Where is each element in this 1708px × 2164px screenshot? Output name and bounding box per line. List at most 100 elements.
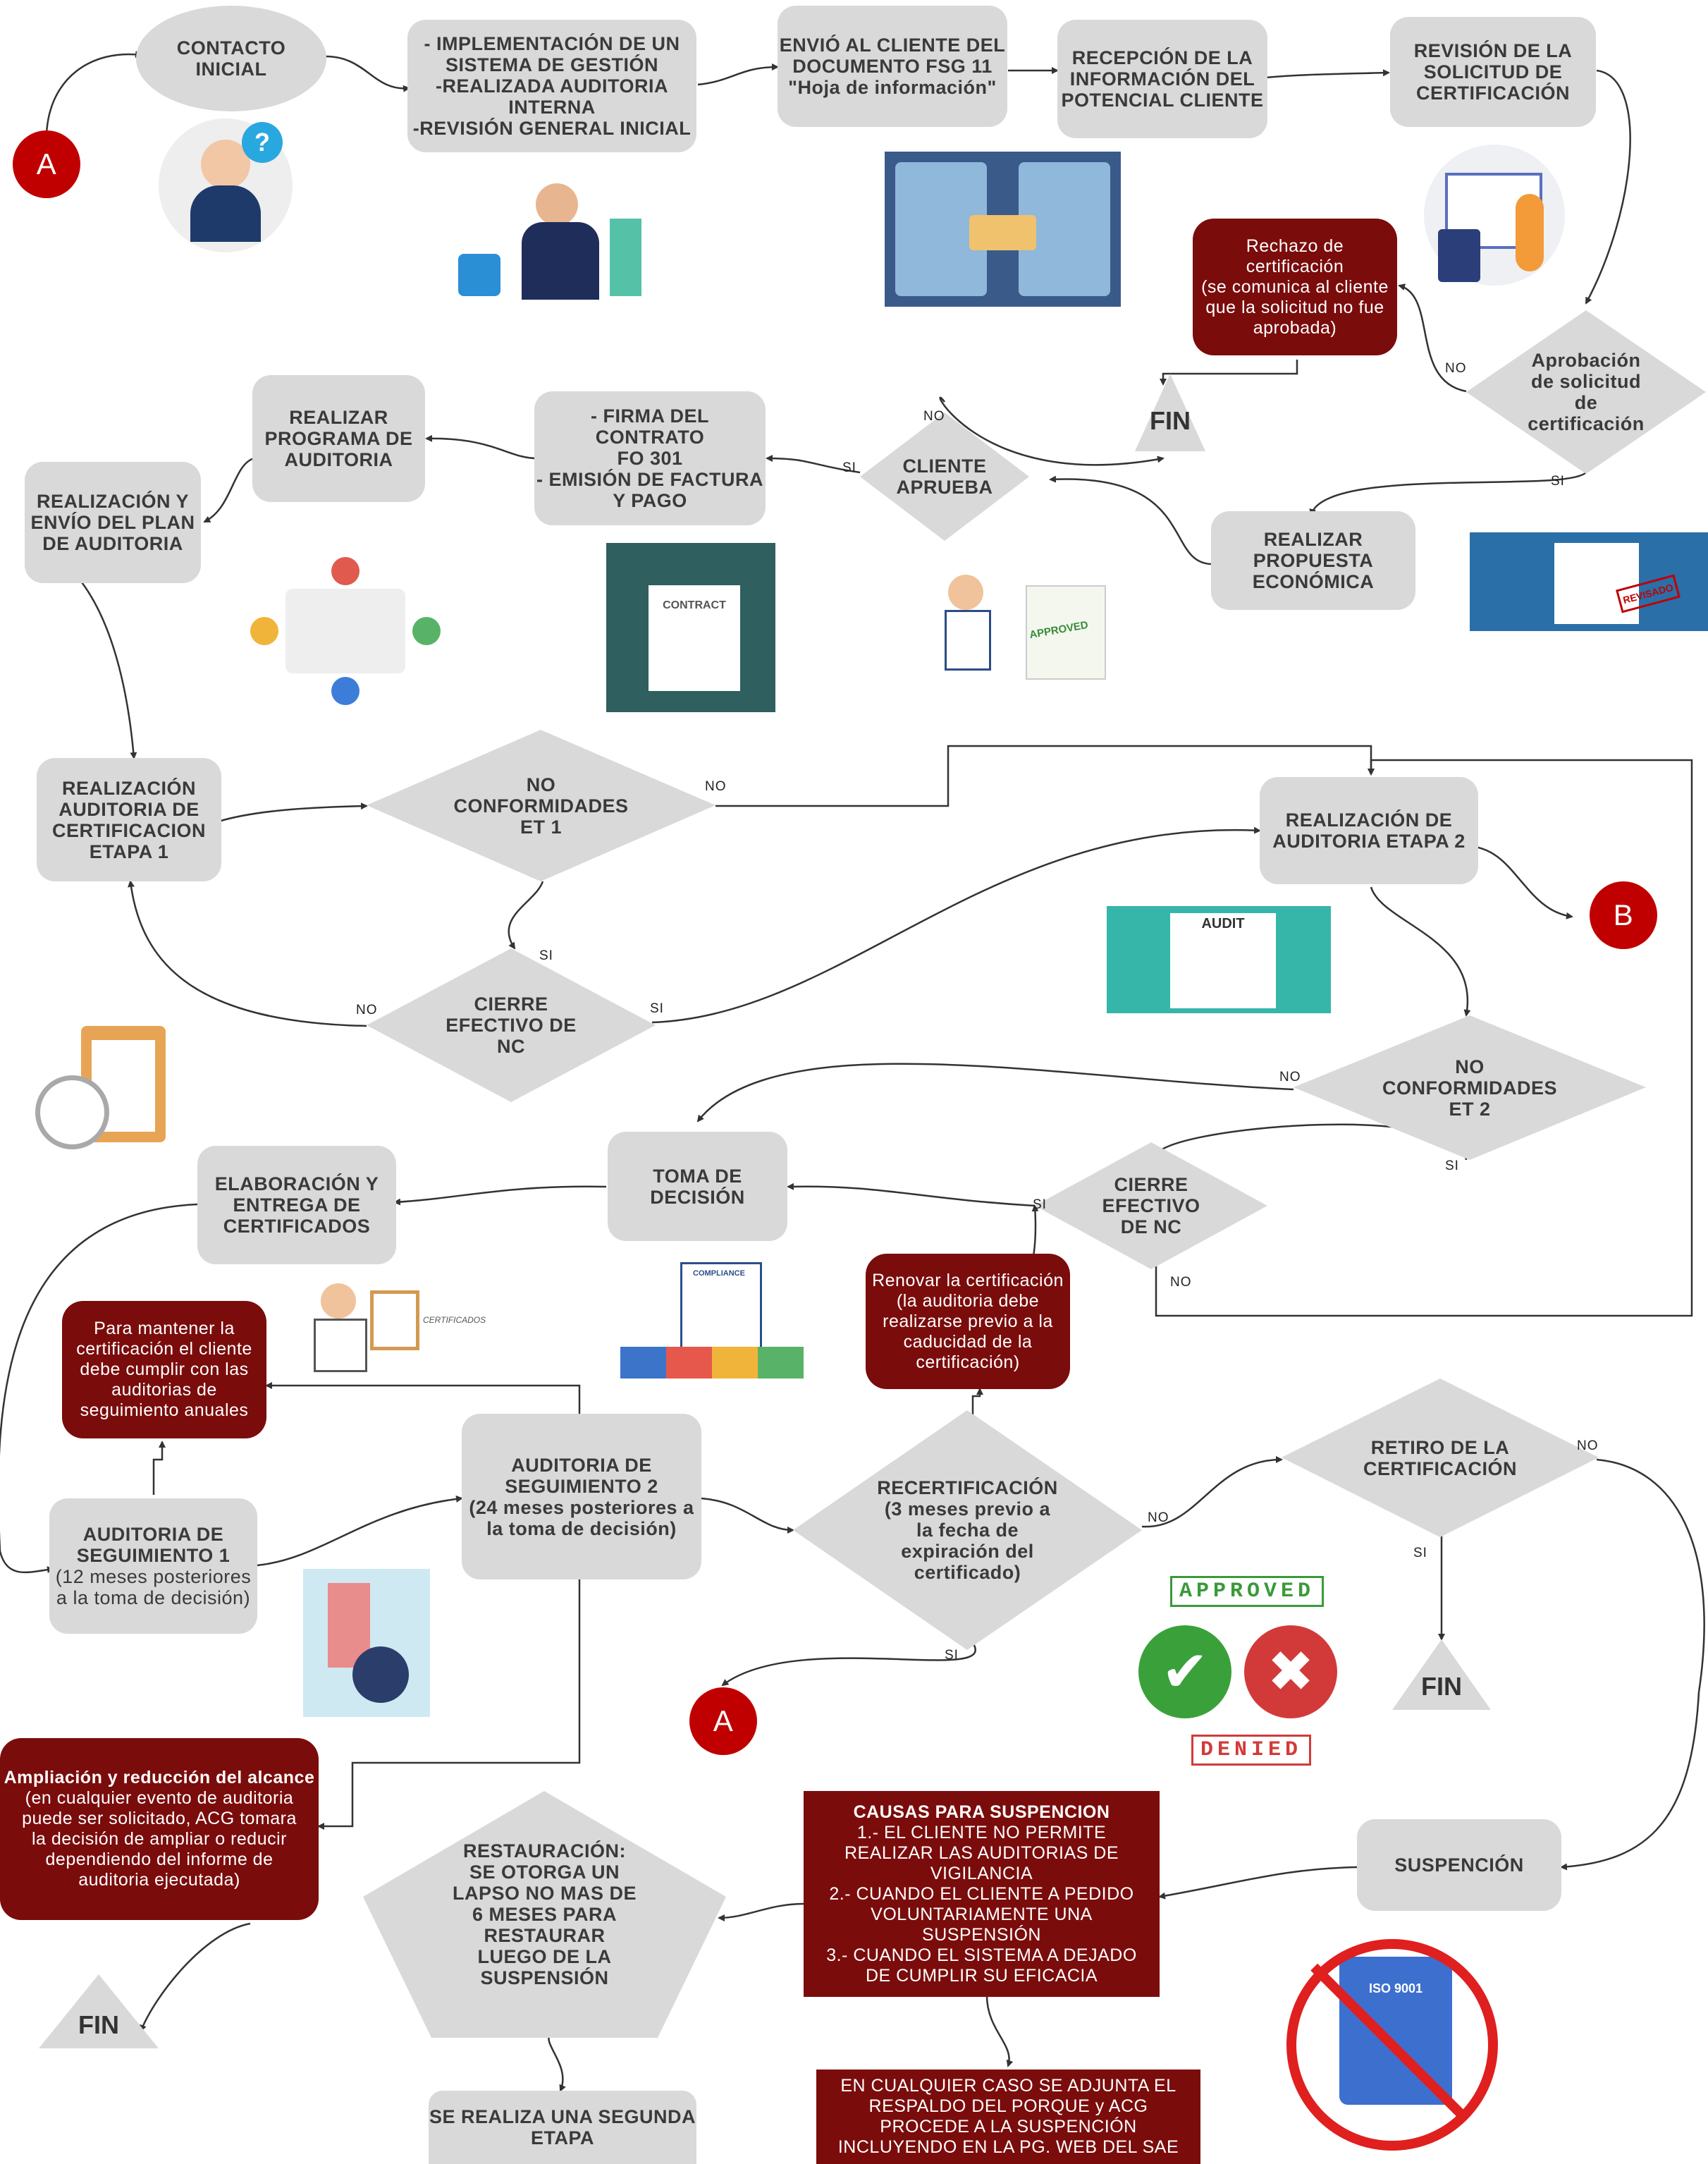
step-text: DE AUDITORIA [42, 533, 183, 554]
step-text: RECEPCIÓN DE LA [1071, 47, 1253, 68]
decision-text: Aprobación [1531, 350, 1641, 371]
step-text: INFORMACIÓN DEL [1069, 68, 1255, 90]
approved-denied-seals: APPROVED ✔ ✖ DENIED [1138, 1572, 1350, 1770]
decision-text: CIERRE [474, 994, 548, 1015]
decision-cierre-nc1: CIERRE EFECTIVO DE NC [367, 948, 656, 1102]
step-text: REVISIÓN DE LA [1413, 40, 1573, 61]
decision-cliente-aprueba: CLIENTE APRUEBA [860, 412, 1029, 541]
label-no: NO [1279, 1070, 1301, 1084]
note-text: INCLUYENDO EN LA PG. WEB DEL SAE [837, 2137, 1179, 2157]
step-text: ENTREGA DE [233, 1194, 361, 1216]
contract-illustration: CONTRACT [606, 543, 775, 712]
step-contacto-inicial: CONTACTO INICIAL [136, 6, 326, 111]
note-text: REALIZAR LAS AUDITORIAS DE [844, 1842, 1119, 1863]
decision-text: CIERRE [1114, 1174, 1188, 1195]
connector-b: B [1590, 881, 1657, 949]
note-ampliacion: Ampliación y reducción del alcance (en c… [0, 1738, 319, 1920]
step-text: -REALIZADA AUDITORIA [436, 75, 668, 97]
label-no: NO [356, 1003, 378, 1017]
step-text: (24 meses posteriores a [469, 1496, 694, 1518]
calculator-illustration [1424, 145, 1565, 286]
connector-a: A [13, 130, 80, 198]
label-no: NO [1148, 1510, 1169, 1525]
step-suspencion: SUSPENCIÓN [1357, 1819, 1561, 1911]
note-text: certificación el cliente [76, 1339, 252, 1359]
step-text: TOMA DE [653, 1165, 742, 1187]
label-no: NO [705, 779, 727, 794]
step-text: SUSPENCIÓN [1394, 1854, 1524, 1876]
note-text: DE CUMPLIR SU EFICACIA [865, 1965, 1098, 1986]
step-text: INTERNA [508, 97, 596, 118]
step-text: SISTEMA DE GESTIÓN [445, 54, 659, 75]
compliance-text: COMPLIANCE [693, 1269, 745, 1278]
decision-aprobacion: Aprobación de solicitud de certificación [1466, 310, 1706, 474]
step-recepcion: RECEPCIÓN DE LA INFORMACIÓN DEL POTENCIA… [1057, 20, 1267, 138]
approved-celebration-illustration: APPROVED [913, 575, 1128, 687]
note-text: debe cumplir con las [80, 1359, 249, 1379]
step-text: ENVIÓ AL CLIENTE DEL [779, 35, 1006, 56]
reviewed-document-illustration: REVISADO [1470, 532, 1708, 631]
note-text: (se comunica al cliente [1201, 276, 1389, 297]
step-text: - FIRMA DEL [591, 405, 709, 427]
decision-text: expiración del [901, 1541, 1034, 1562]
step-text: la toma de decisión) [486, 1517, 677, 1539]
note-text: SUSPENSIÓN [922, 1924, 1041, 1945]
step-text: (12 meses posteriores [55, 1566, 252, 1587]
connector-a-return-label: A [713, 1704, 734, 1737]
step-text: PROGRAMA DE [264, 428, 413, 449]
step-text: SE OTORGA UN [469, 1862, 620, 1883]
step-text: AUDITORIA [284, 449, 393, 470]
certificate-illustration: CERTIFICADOS [314, 1276, 486, 1375]
note-text: VOLUNTARIAMENTE UNA [871, 1904, 1093, 1924]
label-si: SI [1413, 1546, 1427, 1560]
label-si: SI [842, 460, 856, 475]
step-programa-auditoria: REALIZAR PROGRAMA DE AUDITORIA [252, 375, 425, 502]
compliance-illustration: COMPLIANCE [620, 1262, 804, 1382]
decision-text: ET 1 [520, 816, 563, 838]
decision-text: NO [526, 774, 556, 795]
decision-nc-et1: NO CONFORMIDADES ET 1 [367, 730, 715, 881]
end-fin-restauracion: FIN [39, 1974, 159, 2048]
step-text: CERTIFICADOS [223, 1216, 371, 1237]
note-text: PROCEDE A LA SUSPENCIÓN [880, 2117, 1137, 2137]
step-seguimiento2: AUDITORIA DE SEGUIMIENTO 2 (24 meses pos… [462, 1414, 701, 1579]
label-si: SI [1551, 474, 1565, 489]
approved-seal-text: APPROVED [1170, 1576, 1325, 1607]
note-text: EN CUALQUIER CASO SE ADJUNTA EL [840, 2076, 1176, 2096]
audit-text: AUDIT [1201, 916, 1245, 931]
step-text: CERTIFICACIÓN [1416, 82, 1570, 104]
step-text: REALIZAR [1263, 529, 1363, 550]
iso-suspended-illustration: ISO 9001 [1279, 1936, 1512, 2161]
step-text: - IMPLEMENTACIÓN DE UN [424, 33, 680, 54]
step-text: AUDITORIA DE [59, 798, 199, 820]
note-causas-suspencion: CAUSAS PARA SUSPENCION 1.- EL CLIENTE NO… [804, 1791, 1160, 1997]
note-text: que la solicitud no fue [1205, 297, 1384, 317]
step-text: PROPUESTA [1253, 550, 1374, 571]
step-text: FO 301 [617, 448, 683, 469]
step-text: AUDITORIA DE [82, 1524, 224, 1545]
step-text: ECONÓMICA [1252, 571, 1375, 592]
step-text: SUSPENSIÓN [480, 1967, 609, 1988]
denied-seal-text: DENIED [1191, 1735, 1312, 1766]
handshake-illustration [885, 152, 1121, 307]
end-fin-retiro: FIN [1392, 1639, 1491, 1710]
note-text: 1.- EL CLIENTE NO PERMITE [856, 1822, 1107, 1842]
step-revision-solicitud: REVISIÓN DE LA SOLICITUD DE CERTIFICACIÓ… [1390, 17, 1596, 127]
step-text: 6 MESES PARA [472, 1904, 618, 1925]
label-si: SI [650, 1001, 664, 1016]
step-text: ENVÍO DEL PLAN [30, 512, 195, 533]
note-title: CAUSAS PARA SUSPENCION [853, 1802, 1110, 1822]
step-envio-documento: ENVIÓ AL CLIENTE DEL DOCUMENTO FSG 11 "H… [778, 6, 1007, 127]
end-fin: FIN [1135, 374, 1205, 451]
decision-text: certificación [1528, 413, 1645, 434]
contract-text: CONTRACT [663, 599, 726, 611]
question-icon: ? [242, 122, 283, 163]
note-text: caducidad de la [903, 1331, 1033, 1352]
decision-text: CERTIFICACIÓN [1363, 1457, 1517, 1479]
decision-text: RECERTIFICACIÓN [877, 1477, 1058, 1498]
note-rechazo: Rechazo de certificación (se comunica al… [1193, 219, 1397, 355]
step-text: REALIZAR [289, 407, 388, 428]
decision-text: certificado) [914, 1562, 1021, 1583]
note-text: dependiendo del informe de [45, 1850, 274, 1869]
